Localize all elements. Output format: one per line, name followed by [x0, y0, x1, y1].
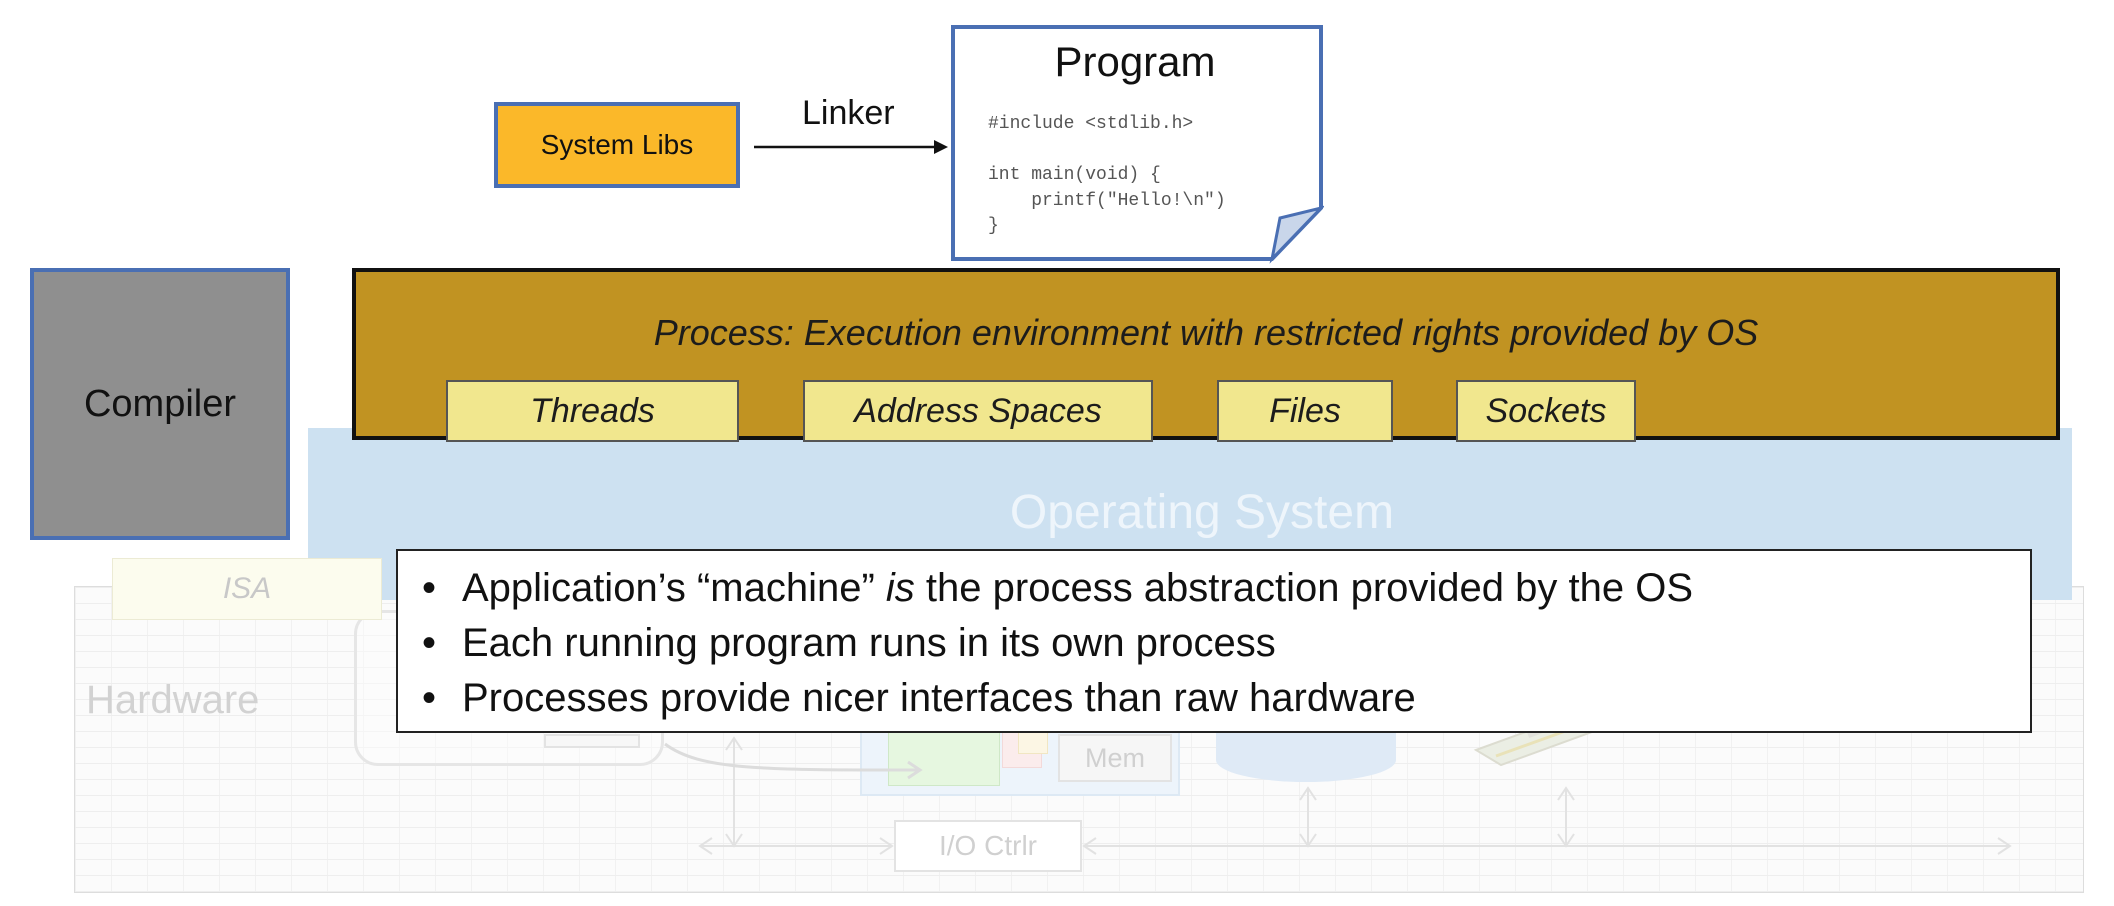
process-item-label: Address Spaces [854, 391, 1102, 430]
bullet-text: Each running program runs in its own pro… [462, 621, 1276, 665]
bullet-item: • Application’s “machine” is the process… [414, 561, 2030, 616]
bullet-text: Application’s “machine” is the process a… [462, 561, 1693, 616]
process-title: Process: Execution environment with rest… [653, 312, 1759, 353]
bullet-marker: • [421, 566, 436, 610]
compiler-label: Compiler [83, 382, 237, 425]
program-code: #include <stdlib.h> int main(void) { pri… [988, 114, 1226, 236]
hardware-memory-block [888, 724, 1000, 786]
process-item-label: Sockets [1485, 391, 1607, 430]
hardware-io-label: I/O Ctrlr [939, 830, 1037, 861]
process-item-threads: Threads [446, 380, 739, 442]
linker-label: Linker [802, 94, 895, 132]
hardware-label: Hardware [86, 678, 260, 722]
hardware-io-controller: I/O Ctrlr [894, 820, 1082, 872]
linker-arrow-icon [754, 140, 948, 154]
hardware-mem-label: Mem [1085, 742, 1145, 773]
bullet-item: • Processes provide nicer interfaces tha… [414, 671, 2030, 726]
bullet-text: Processes provide nicer interfaces than … [462, 676, 1416, 720]
bullet-item: • Each running program runs in its own p… [414, 616, 2030, 671]
program-title: Program [1054, 38, 1216, 85]
compiler-box: Compiler [30, 268, 290, 540]
hardware-mem-box: Mem [1058, 734, 1172, 782]
process-item-sockets: Sockets [1456, 380, 1636, 442]
process-item-label: Files [1269, 391, 1341, 430]
program-document-icon [951, 25, 1324, 264]
bullet-callout: • Application’s “machine” is the process… [396, 549, 2032, 733]
isa-label: ISA [222, 572, 272, 605]
bullet-marker: • [421, 621, 436, 665]
system-libs-box: System Libs [494, 102, 740, 188]
bullet-marker: • [421, 676, 436, 720]
bullet-text-part: Application’s “machine” [462, 566, 886, 610]
bullet-text-part: the process abstraction provided by the … [914, 566, 1693, 610]
bullet-emphasis: is [885, 566, 915, 610]
process-item-address-spaces: Address Spaces [803, 380, 1153, 442]
isa-box: ISA [112, 558, 382, 620]
process-item-files: Files [1217, 380, 1393, 442]
operating-system-label: Operating System [1009, 486, 1395, 539]
process-item-label: Threads [530, 391, 655, 430]
hardware-cpu-slot [544, 734, 640, 748]
system-libs-label: System Libs [540, 129, 694, 160]
